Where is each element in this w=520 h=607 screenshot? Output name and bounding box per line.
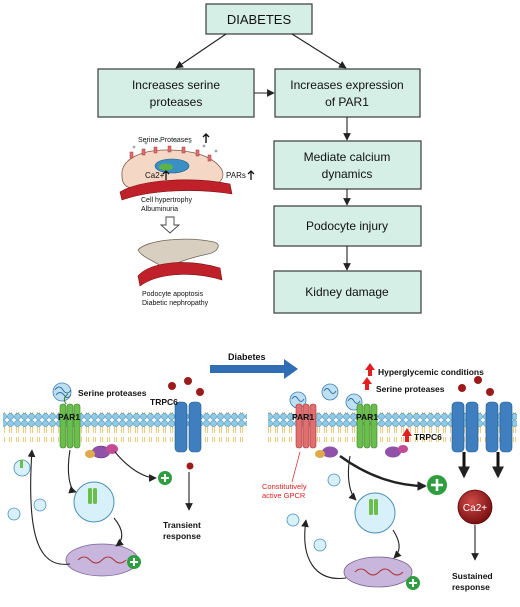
par1-expression-box: [274, 68, 421, 118]
left-vesicle: [73, 481, 115, 523]
right-par1-b-label: PAR1: [356, 412, 378, 422]
right-trpc6-label: TRPC6: [414, 432, 442, 442]
diabetes-box: [205, 3, 313, 35]
right-serine-protease-icons: [289, 383, 363, 411]
par1-box-line1: Increases expression: [290, 78, 403, 92]
left-par1-receptor: [59, 393, 81, 449]
red-up-arrow-icon: [362, 377, 372, 390]
arrow-diabetes-par1: [291, 33, 347, 69]
calcium-ion-large: [457, 489, 493, 525]
right-nucleus-plus-icon: [406, 576, 420, 590]
diabetic-nephropathy-text: Diabetic nephropathy: [142, 300, 209, 307]
left-calcium-ions: [168, 377, 204, 470]
red-up-arrow-icon: [365, 363, 375, 376]
right-par1-receptor: [356, 403, 378, 449]
cell-hypertrophy-text: Cell hypertrophy: [141, 197, 192, 204]
podocyte-injury-label: Podocyte injury: [306, 219, 388, 233]
right-small-vesicle-3: [327, 473, 341, 487]
right-response-text: response: [452, 582, 490, 592]
serine-proteases-caption: Serine Proteases: [138, 137, 192, 144]
diabetes-box-label: DIABETES: [227, 12, 292, 27]
diabetes-arrow-label: Diabetes: [228, 352, 266, 362]
cell-illustration: Serine Proteases Ca2+ PARs Cell hypertro…: [119, 133, 255, 307]
right-vesicle-nucleus-arrow: [392, 529, 402, 559]
right-internalization-arrow: [347, 455, 357, 501]
mechanism: Diabetes Serine proteases PAR1: [3, 352, 517, 592]
right-small-vesicle-2: [313, 538, 327, 552]
right-panel: Hyperglycemic conditions Serine protease…: [262, 363, 517, 592]
kidney-damage-box: [273, 270, 422, 314]
pars-label: PARs: [226, 171, 246, 180]
right-vesicle: [354, 492, 396, 534]
right-par1-a-label: PAR1: [292, 412, 314, 422]
left-nucleus: [65, 543, 139, 577]
diabetes-transition-arrow: [210, 359, 298, 379]
left-small-vesicle-3: [7, 507, 21, 521]
right-g-proteins: [315, 445, 408, 458]
left-transient-text: Transient: [163, 520, 201, 530]
apoptotic-podocyte: [137, 238, 219, 271]
right-recycling-arrow: [301, 519, 347, 579]
right-sustained-text: Sustained: [452, 571, 493, 581]
albuminuria-text: Albuminuria: [141, 206, 178, 213]
up-arrow-icon: [202, 133, 210, 143]
red-up-arrow-icon: [402, 428, 412, 442]
right-gprotein-arrow: [339, 455, 427, 491]
organelle: [159, 163, 173, 171]
ca-label: Ca2+: [145, 171, 165, 180]
left-membrane: [3, 412, 247, 442]
hyperglycemic-label: Hyperglycemic conditions: [378, 367, 484, 377]
gpcr-line2: active GPCR: [262, 491, 306, 500]
right-small-vesicle-1: [286, 513, 300, 527]
down-arrow-icon: [159, 216, 181, 234]
left-response-text: response: [163, 531, 201, 541]
calcium-box-line1: Mediate calcium: [304, 150, 391, 164]
right-trpc6-channels: [451, 401, 513, 453]
left-small-vesicle: [13, 459, 31, 477]
podocyte-injury-box: [273, 205, 422, 247]
left-par1-label: PAR1: [58, 412, 80, 422]
left-nucleus-plus-icon: [127, 555, 141, 569]
left-vesicle-nucleus-arrow: [113, 517, 124, 547]
ca-ion-label: Ca2+: [463, 503, 487, 514]
gpcr-pointer: [291, 451, 301, 483]
kidney-damage-label: Kidney damage: [305, 285, 389, 299]
left-trpc6-label: TRPC6: [150, 397, 178, 407]
arrow-diabetes-serine: [175, 33, 227, 69]
par1-box-line2: of PAR1: [325, 95, 369, 109]
serine-box-line2: proteases: [150, 95, 203, 109]
capillary-lower: [137, 262, 223, 287]
left-recycling-arrow: [27, 449, 71, 565]
par-receptors: [129, 145, 212, 162]
left-internalization-arrow: [67, 449, 77, 494]
calcium-box: [273, 140, 422, 190]
up-arrow-icon: [247, 170, 255, 180]
left-serine-proteases-label: Serine proteases: [78, 388, 147, 398]
serine-box-line1: Increases serine: [132, 78, 220, 92]
left-gprotein-arrow: [114, 451, 157, 482]
capillary-upper: [119, 179, 233, 201]
left-trpc6-channel: [174, 401, 202, 453]
serine-protease-icon: [52, 382, 72, 402]
calcium-box-line2: dynamics: [322, 167, 373, 181]
serine-proteases-box: [97, 68, 255, 118]
up-arrow-icon: [162, 170, 170, 180]
protease-particles: [132, 139, 218, 153]
right-serine-proteases-label: Serine proteases: [376, 384, 445, 394]
left-panel: Serine proteases PAR1 TRPC6: [3, 377, 247, 577]
right-calcium-ions: [458, 376, 494, 396]
right-active-par1-receptor: [295, 403, 317, 449]
left-small-vesicle-2: [33, 498, 47, 512]
right-nucleus: [343, 556, 413, 588]
podocyte-apoptosis-text: Podocyte apoptosis: [142, 291, 204, 298]
right-plus-icon: [427, 475, 447, 495]
flowchart: DIABETES Increases serine proteases Incr…: [97, 3, 422, 314]
left-plus-icon: [158, 471, 172, 485]
left-g-protein: [85, 444, 118, 459]
gpcr-line1: Constitutively: [262, 482, 307, 491]
